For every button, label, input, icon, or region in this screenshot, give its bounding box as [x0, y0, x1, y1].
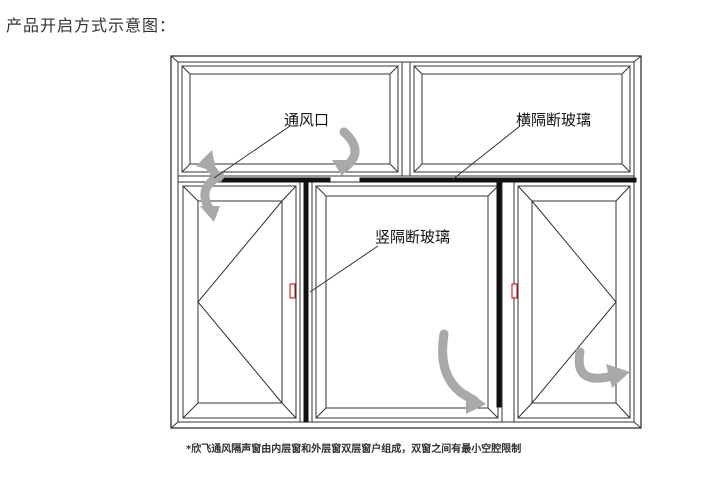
upper-right-pane	[413, 65, 631, 173]
left-handle-icon	[289, 283, 296, 299]
horizontal-glass-label: 横隔断玻璃	[516, 111, 591, 129]
vent-label: 通风口	[284, 111, 329, 129]
right-handle-icon	[511, 283, 518, 299]
upper-left-pane	[181, 65, 399, 173]
lower-mullions	[299, 182, 515, 422]
right-flow-arrow-icon	[574, 347, 617, 383]
right-casement-sash	[511, 185, 631, 419]
left-casement-sash	[182, 185, 297, 419]
leader-lines	[213, 125, 521, 293]
center-fixed-pane	[315, 185, 499, 419]
footnote-caption: *欣飞通风隔声窗由内层窗和外层窗双层窗户组成，双窗之间有最小空腔限制	[186, 442, 521, 455]
vertical-glass-label: 竖隔断玻璃	[375, 228, 450, 246]
page-title: 产品开启方式示意图：	[6, 16, 177, 35]
glass-partitions	[221, 177, 637, 423]
airflow-arrows	[196, 127, 630, 414]
